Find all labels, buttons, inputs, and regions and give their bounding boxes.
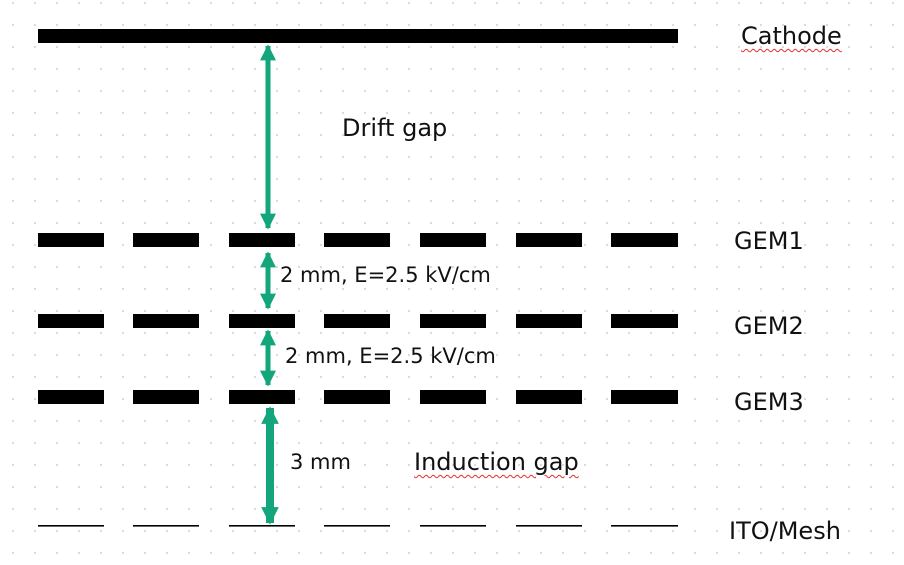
gem3-label: GEM3 bbox=[734, 388, 804, 416]
gem1-label: GEM1 bbox=[734, 227, 804, 255]
induction-width-label: 3 mm bbox=[290, 450, 351, 474]
cathode-plate bbox=[38, 29, 678, 43]
ito-mesh-plane bbox=[38, 525, 678, 527]
ito-mesh-label: ITO/Mesh bbox=[729, 519, 841, 543]
cathode-label: Cathode bbox=[741, 22, 842, 50]
gem2-foil bbox=[38, 314, 678, 328]
gem2-gem3-gap-label: 2 mm, E=2.5 kV/cm bbox=[285, 344, 496, 368]
gem3-foil bbox=[38, 390, 678, 404]
ito-mesh-label-text: ITO/Mesh bbox=[729, 517, 841, 545]
gem2-label: GEM2 bbox=[734, 312, 804, 340]
induction-gap-label: Induction gap bbox=[414, 448, 579, 476]
drift-gap-label: Drift gap bbox=[342, 114, 448, 142]
gem1-gem2-gap-label: 2 mm, E=2.5 kV/cm bbox=[280, 263, 491, 287]
gem1-foil bbox=[38, 233, 678, 247]
